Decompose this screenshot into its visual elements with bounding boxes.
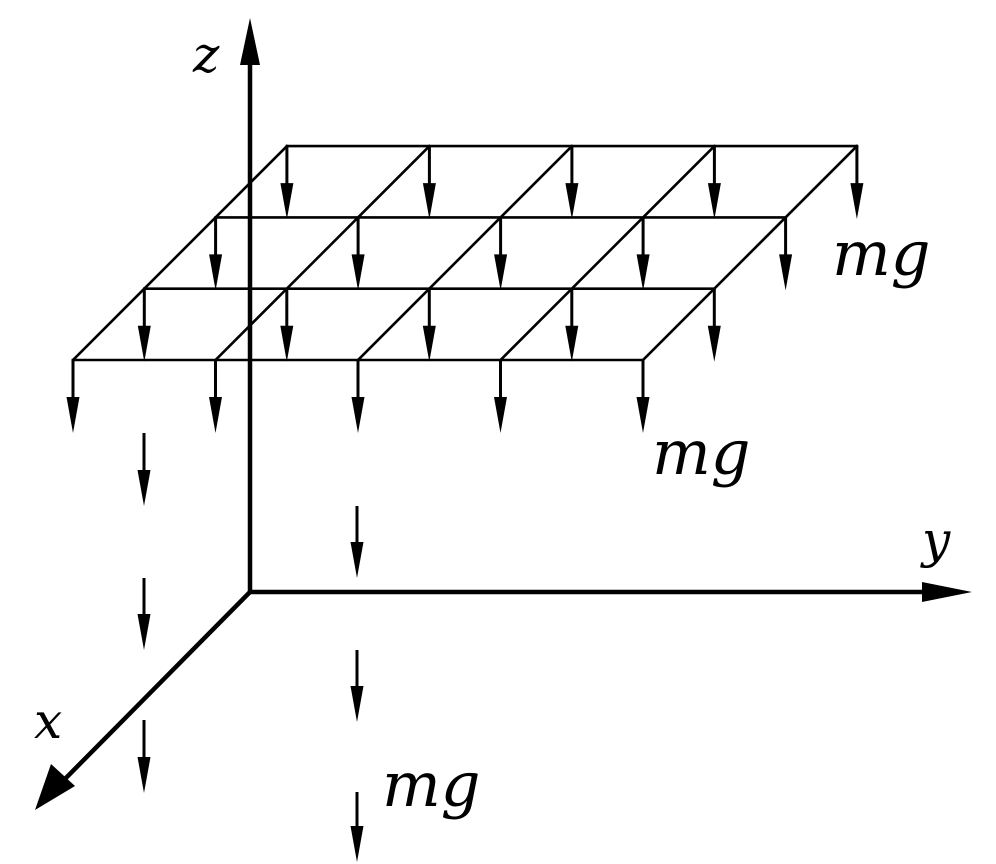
force-arrow [779,217,793,291]
force-label-right: mg [832,217,930,290]
force-arrowhead [422,325,436,362]
force-arrow [66,360,80,433]
force-arrow [850,146,864,220]
force-arrow [565,288,579,362]
force-label-bottom: mg [382,748,480,821]
mass-grid [71,144,859,362]
x-axis-arrowhead [35,764,75,810]
force-arrowhead [137,757,151,793]
grid-column-line [213,144,432,362]
force-arrowhead [351,254,365,291]
force-arrow [422,146,436,220]
force-arrowhead [494,397,507,433]
force-arrow [351,217,365,291]
force-arrowhead [636,397,650,433]
z-axis-arrowhead [240,18,260,65]
coordinate-axes [35,18,972,810]
force-label-front: mg [652,416,750,489]
force-arrowhead [707,183,721,220]
force-arrowhead [350,686,364,722]
force-arrowhead [280,183,294,220]
grid-column-line [498,144,717,362]
force-arrow [636,217,650,291]
force-arrowhead [137,614,151,650]
force-arrow [209,360,222,433]
force-arrowhead [280,325,294,362]
force-arrow [137,288,151,362]
dropped-force-arrow [350,792,364,862]
force-arrowhead [636,254,650,291]
force-arrowhead [565,183,579,220]
dropped-force-arrow [137,433,151,506]
force-arrow [422,288,436,362]
force-arrow [494,217,508,291]
force-arrowhead [850,183,864,220]
force-arrow [494,360,507,433]
force-arrowhead [494,254,508,291]
force-arrow [351,360,365,433]
y-axis-arrowhead [922,582,972,602]
grid-column-line [641,144,859,362]
grid-column-line [71,144,289,362]
dropped-force-arrow [137,578,151,650]
dropped-force-arrow [350,506,364,578]
force-arrowhead [779,254,793,291]
force-arrow [280,288,294,362]
force-arrow [209,217,223,291]
dropped-force-arrow [137,720,151,793]
force-arrowhead [350,826,364,862]
force-arrow [707,288,721,362]
force-arrow [707,146,721,220]
force-arrowhead [137,470,151,506]
dropped-force-arrow [350,650,364,722]
force-arrowhead [137,325,151,362]
force-arrowhead [350,542,364,578]
force-arrows [66,146,864,862]
force-arrowhead [565,325,579,362]
force-arrowhead [209,254,223,291]
force-arrowhead [66,397,80,433]
force-arrowhead [707,325,721,362]
force-arrow [565,146,579,220]
y-axis-label: y [920,511,951,569]
z-axis-label: z [192,26,220,84]
force-arrow [636,360,650,433]
x-axis-label: x [34,692,62,750]
force-arrow [280,146,294,220]
x-axis [55,590,252,789]
grid-column-line [356,144,574,362]
force-arrowhead [422,183,436,220]
force-arrowhead [209,397,222,433]
force-arrowhead [351,397,365,433]
